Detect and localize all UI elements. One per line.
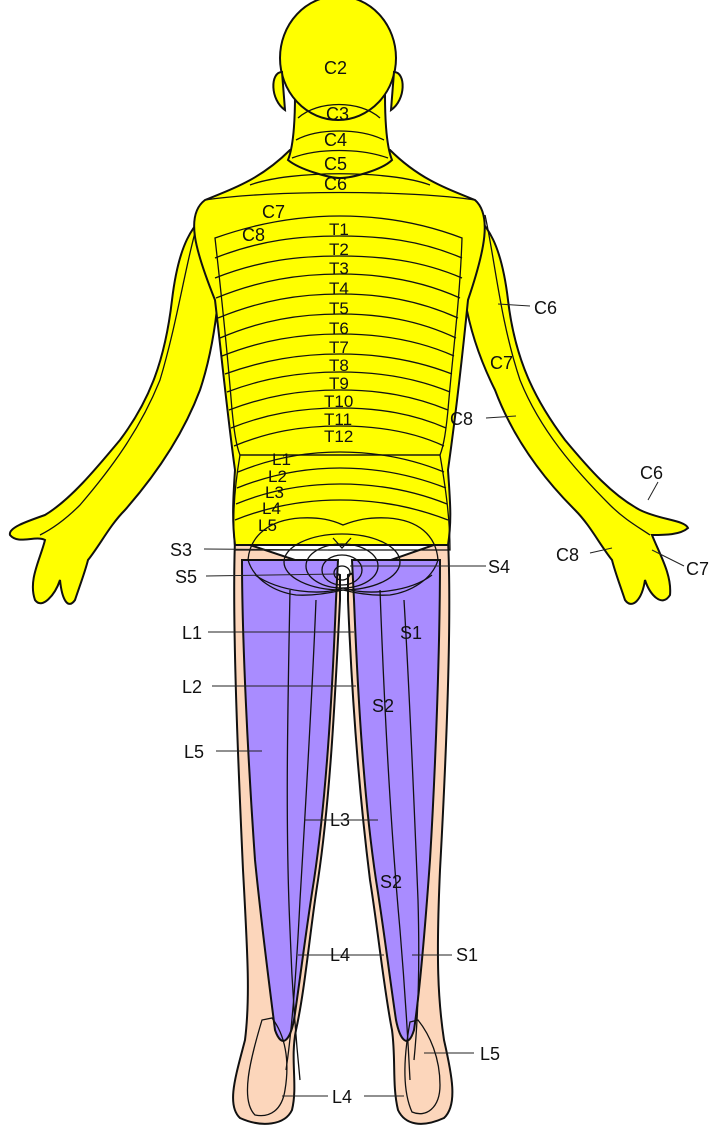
c3-line [297,103,381,119]
label-c7-hand: C7 [686,559,709,579]
label-c2: C2 [324,58,347,78]
right-ear [389,70,404,112]
label-s2-thigh: S2 [372,696,394,716]
c6-line [249,173,431,186]
label-l2-thigh: L2 [182,677,202,697]
label-t10: T10 [324,392,353,411]
label-t9: T9 [329,374,349,393]
left-leg-sacral [240,559,340,1042]
label-l3-back: L3 [265,483,284,502]
head [279,0,397,121]
right-leg-line-1 [379,589,411,1081]
label-l4-back: L4 [262,499,281,518]
left-leg-line-1 [286,589,301,1081]
label-l2-back: L2 [268,467,287,486]
label-c8-hand: C8 [556,545,579,565]
label-t12: T12 [324,427,353,446]
left-arm [8,203,222,605]
label-l4-leg: L4 [330,945,350,965]
label-l3-leg: L3 [330,810,350,830]
sacral-ring-3 [321,554,363,586]
leader-c8-hand [589,547,613,554]
thoracic-region [214,215,463,456]
left-arm-line [39,214,201,536]
left-leg-line-2 [285,599,317,1071]
label-l1-back: L1 [272,450,291,469]
t-line-8 [226,371,451,393]
leader-lines [203,303,685,1097]
label-t11: T11 [324,410,352,429]
c7-line [204,191,476,201]
sacral-region [247,517,439,596]
label-t3: T3 [329,259,349,278]
label-c7-arm: C7 [490,353,513,373]
label-c3: C3 [326,104,349,124]
sacral-ring-4 [333,565,351,581]
torso [193,149,486,596]
label-c6-arm: C6 [534,298,557,318]
t-line-3 [215,273,461,299]
label-t7: T7 [329,338,349,357]
label-s4: S4 [488,557,510,577]
l-line-2 [236,467,447,489]
label-l1-thigh: L1 [182,623,202,643]
left-ear [272,70,287,112]
label-l5-leg: L5 [184,742,204,762]
leader-c8-arm [485,415,517,419]
label-t1: T1 [329,220,349,239]
right-foot-patch [404,1019,441,1115]
torso-base [193,149,486,546]
label-t5: T5 [329,299,349,318]
t-line-2 [214,255,463,279]
label-t4: T4 [329,279,349,298]
label-s2-calf: S2 [380,872,402,892]
label-c4: C4 [324,130,347,150]
t-line-11 [233,425,445,447]
right-arm-line [484,214,651,536]
label-c5: C5 [324,154,347,174]
dermatome-labels: C2 C3 C4 C5 C6 C7 C8 T1 T2 T3 T4 T5 T6 T… [170,58,709,1107]
label-c7-shoulder: C7 [262,202,285,222]
coccyx-mark [332,537,352,549]
l-line-3 [235,483,448,505]
label-t6: T6 [329,319,349,338]
label-l5-back: L5 [258,516,277,535]
t-line-10 [230,407,447,429]
label-c8-shoulder: C8 [242,225,265,245]
leader-c6-hand [647,481,659,501]
t-line-1 [214,235,463,259]
label-l4-foot: L4 [332,1087,352,1107]
label-c6-hand: C6 [640,463,663,483]
label-s1-leg: S1 [456,945,478,965]
t-line-5 [219,313,457,339]
right-leg-line-2 [403,599,420,1061]
sacral-ring-1 [283,533,401,591]
label-t2: T2 [329,240,349,259]
label-c6-neck: C6 [324,174,347,194]
leader-s5 [205,573,339,577]
lumbar-region [232,454,451,551]
label-c8-arm: C8 [450,409,473,429]
label-t8: T8 [329,356,349,375]
label-s1-thigh: S1 [400,623,422,643]
head-neck [204,0,476,201]
t-line-9 [228,389,449,411]
l-line-1 [237,451,445,473]
label-l5-foot: L5 [480,1044,500,1064]
t-line-7 [224,353,453,375]
l-line-4 [234,499,449,521]
t-line-6 [221,333,455,357]
left-foot-patch [246,1017,288,1117]
leader-s3 [203,548,329,551]
c4-line [295,130,385,141]
c5-line [291,149,389,159]
leader-c6-arm [497,303,531,307]
label-s3: S3 [170,540,192,560]
t-line-4 [217,293,459,319]
leader-c7-hand [651,549,685,567]
label-s5: S5 [175,567,197,587]
